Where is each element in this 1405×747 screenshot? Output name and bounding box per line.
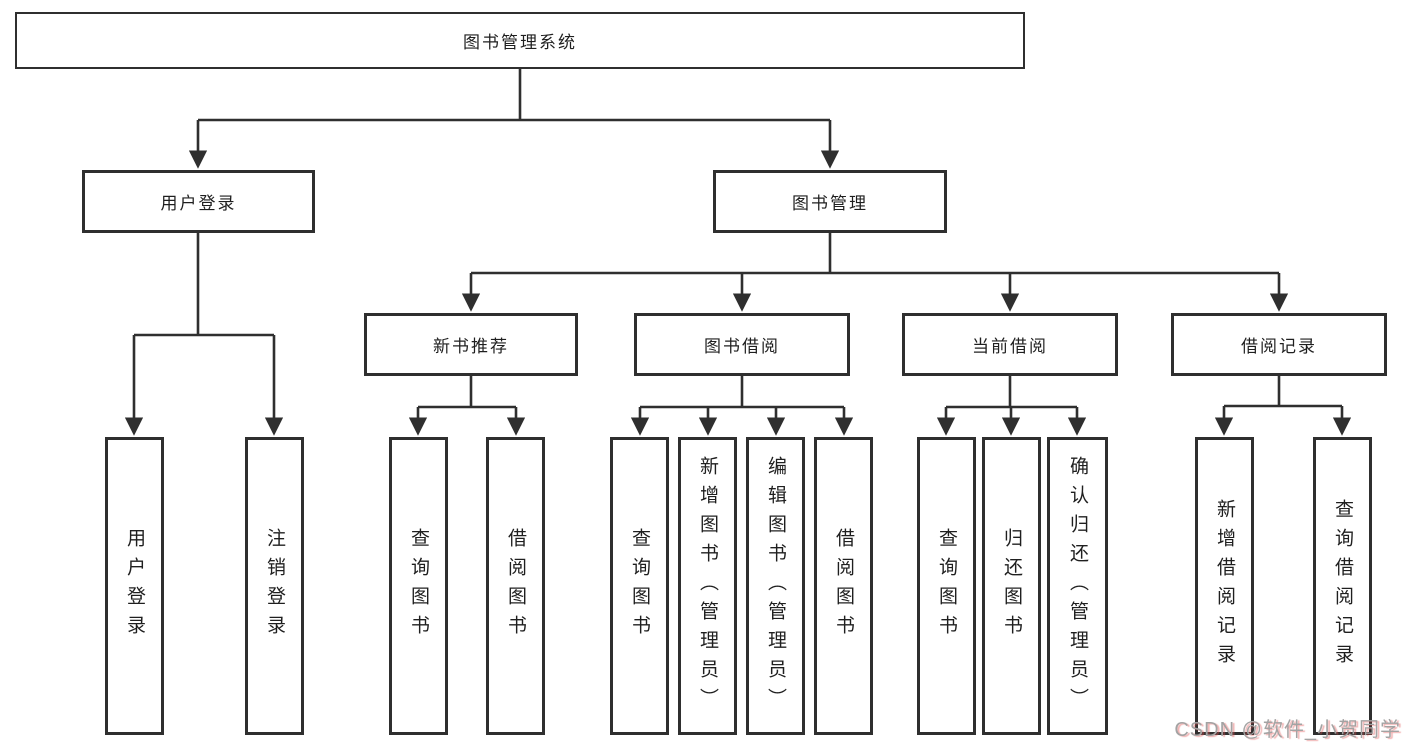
leaf-borrow-book-recommend: 借阅图书 [486, 437, 545, 735]
leaf-return-book-label: 归还图书 [1001, 528, 1022, 644]
leaf-edit-book-admin-label: 编辑图书（管理员） [765, 455, 786, 717]
leaf-borrow-book-recommend-label: 借阅图书 [505, 528, 526, 644]
leaf-query-book-recommend-label: 查询图书 [408, 528, 429, 644]
node-book-borrow-label: 图书借阅 [704, 337, 780, 356]
node-book-management-label: 图书管理 [792, 194, 868, 213]
node-book-management: 图书管理 [713, 170, 947, 233]
leaf-query-book-borrow-label: 查询图书 [629, 528, 650, 644]
leaf-return-book: 归还图书 [982, 437, 1041, 735]
node-new-book-recommend-label: 新书推荐 [433, 337, 509, 356]
node-user-login-label: 用户登录 [160, 194, 237, 213]
leaf-query-book-borrow: 查询图书 [610, 437, 669, 735]
node-root-label: 图书管理系统 [463, 33, 577, 52]
leaf-logout: 注销登录 [245, 437, 304, 735]
leaf-query-book-current-label: 查询图书 [936, 528, 957, 644]
node-root: 图书管理系统 [15, 12, 1025, 69]
leaf-query-book-current: 查询图书 [917, 437, 976, 735]
leaf-edit-book-admin: 编辑图书（管理员） [746, 437, 805, 735]
node-current-borrow: 当前借阅 [902, 313, 1118, 376]
leaf-user-login: 用户登录 [105, 437, 164, 735]
leaf-confirm-return-admin-label: 确认归还（管理员） [1067, 455, 1088, 717]
node-current-borrow-label: 当前借阅 [972, 337, 1048, 356]
leaf-confirm-return-admin: 确认归还（管理员） [1047, 437, 1108, 735]
node-new-book-recommend: 新书推荐 [364, 313, 578, 376]
node-book-borrow: 图书借阅 [634, 313, 850, 376]
leaf-query-book-recommend: 查询图书 [389, 437, 448, 735]
node-borrow-record: 借阅记录 [1171, 313, 1387, 376]
node-user-login: 用户登录 [82, 170, 315, 233]
leaf-borrow-book-borrow-label: 借阅图书 [833, 528, 854, 644]
leaf-add-book-admin-label: 新增图书（管理员） [697, 455, 718, 717]
leaf-logout-label: 注销登录 [264, 528, 285, 644]
leaf-user-login-label: 用户登录 [124, 528, 145, 644]
leaf-add-borrow-record: 新增借阅记录 [1195, 437, 1254, 735]
node-borrow-record-label: 借阅记录 [1241, 337, 1317, 356]
leaf-add-borrow-record-label: 新增借阅记录 [1214, 499, 1235, 673]
leaf-query-borrow-record-label: 查询借阅记录 [1332, 499, 1353, 673]
leaf-query-borrow-record: 查询借阅记录 [1313, 437, 1372, 735]
csdn-watermark: CSDN @软件_小贺同学 [1174, 719, 1401, 741]
leaf-add-book-admin: 新增图书（管理员） [678, 437, 737, 735]
leaf-borrow-book-borrow: 借阅图书 [814, 437, 873, 735]
